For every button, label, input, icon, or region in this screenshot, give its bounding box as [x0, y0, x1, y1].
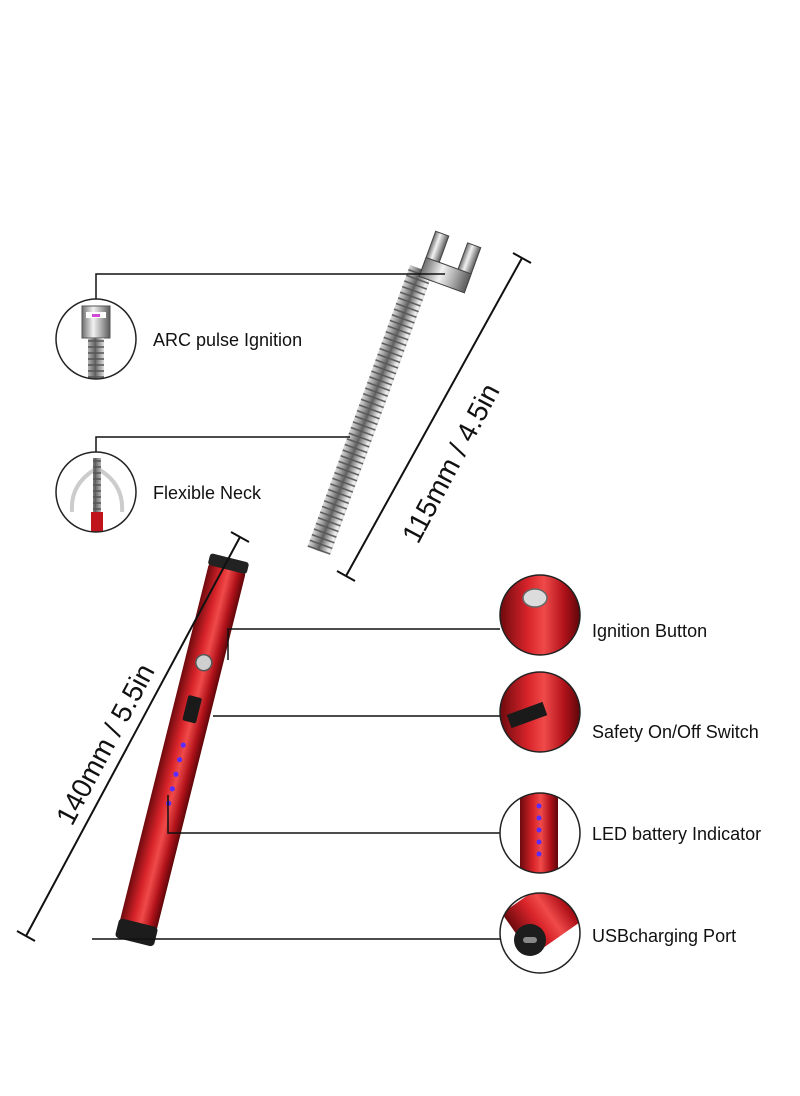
callout-arc-ignition: ARC pulse Ignition	[55, 273, 445, 380]
usb-port-thumbnail	[499, 892, 581, 974]
callout-led-indicator: LED battery Indicator	[167, 792, 761, 874]
ignition-button-label: Ignition Button	[592, 621, 707, 641]
neck-length-label: 115mm / 4.5in	[396, 378, 506, 547]
arc-ignition-thumbnail	[55, 298, 137, 380]
safety-switch	[182, 695, 202, 724]
arc-ignition-label: ARC pulse Ignition	[153, 330, 302, 350]
callout-usb-port: USBcharging Port	[92, 892, 736, 974]
arc-spark	[92, 314, 100, 317]
flexible-neck-thumbnail	[55, 451, 137, 533]
callout-safety-switch: Safety On/Off Switch	[213, 671, 759, 753]
callout-ignition-button: Ignition Button	[227, 574, 707, 660]
led-indicator-label: LED battery Indicator	[592, 824, 761, 844]
led-indicator-thumbnail	[499, 792, 581, 874]
body-length-label: 140mm / 5.5in	[50, 659, 161, 830]
lighter-product	[115, 230, 482, 947]
dimension-body	[16, 531, 250, 942]
ignition-button	[195, 653, 213, 672]
neck-collar	[208, 553, 249, 574]
callout-flexible-neck: Flexible Neck	[55, 436, 350, 533]
usb-port-label: USBcharging Port	[592, 926, 736, 946]
safety-switch-thumbnail	[499, 671, 581, 753]
safety-switch-label: Safety On/Off Switch	[592, 722, 759, 742]
flexible-neck	[307, 264, 433, 556]
ignition-button-thumbnail	[499, 574, 581, 656]
led-indicator-dots	[166, 742, 186, 806]
flexible-neck-label: Flexible Neck	[153, 483, 262, 503]
dimension-neck	[336, 252, 532, 582]
lighter-body	[115, 553, 249, 947]
arc-head	[418, 230, 482, 294]
